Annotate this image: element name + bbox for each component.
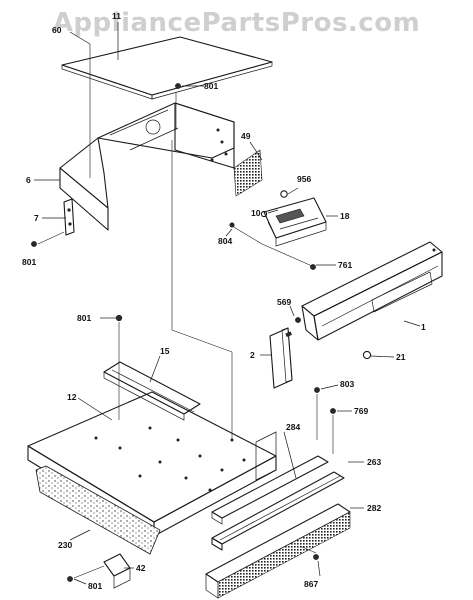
end-cap [269,327,293,389]
callout-803: 803 [340,379,354,389]
back-housing [59,102,235,231]
screw-801-mid [115,314,123,322]
assembly-lines [37,44,334,579]
callout-labels: 11 60 801 49 6 956 10 18 7 804 761 801 8… [22,11,426,591]
control-board [263,197,327,247]
screw-803 [314,387,320,393]
callout-801-left: 801 [22,257,36,267]
callout-263: 263 [367,457,381,467]
side-bracket [63,198,75,236]
callout-60: 60 [52,25,62,35]
callout-42: 42 [136,563,146,573]
trim-strip-upper [211,455,329,525]
callout-10: 10 [251,208,261,218]
screw-21 [362,350,372,360]
screw-804 [229,222,235,228]
callout-2: 2 [250,350,255,360]
callout-761: 761 [338,260,352,270]
screw-867 [313,554,319,560]
screw-bottom-left [67,576,73,582]
base-plate [27,391,277,537]
callout-569: 569 [277,297,291,307]
leader-lines [34,22,421,585]
callout-801-top: 801 [204,81,218,91]
callout-282: 282 [367,503,381,513]
foot-bracket [103,553,131,589]
callout-801-mid: 801 [77,313,91,323]
trim-strip-middle [211,471,345,551]
callout-7: 7 [34,213,39,223]
screw-top [175,83,181,89]
callout-49: 49 [241,131,251,141]
callout-769: 769 [354,406,368,416]
top-cover-panel [61,36,273,100]
callout-804: 804 [218,236,232,246]
callout-6: 6 [26,175,31,185]
screw-761 [310,264,316,270]
screw-769 [330,408,336,414]
kick-panel [205,503,351,599]
callout-15: 15 [160,346,170,356]
front-rail [103,361,201,421]
screw-569 [295,317,301,323]
control-panel [301,241,443,341]
vent-grille [233,149,263,197]
callout-11: 11 [112,11,121,21]
callout-956: 956 [297,174,311,184]
callout-230: 230 [58,540,72,550]
screw-956 [280,190,288,198]
callout-801-bottom: 801 [88,581,102,591]
callout-18: 18 [340,211,350,221]
base-plate-holes [94,426,246,492]
callout-867: 867 [304,579,318,589]
callout-21: 21 [396,352,406,362]
screw-left-side [31,241,37,247]
insulation-strip [35,465,161,555]
screw-10 [260,210,268,218]
callout-284: 284 [286,422,300,432]
screws [31,83,372,582]
callout-1: 1 [421,322,426,332]
callout-12: 12 [67,392,77,402]
